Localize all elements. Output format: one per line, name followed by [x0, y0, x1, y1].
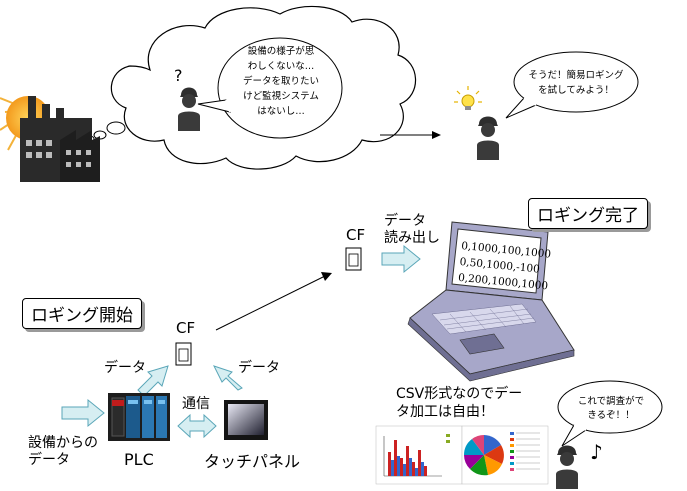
equipment-data-line: データ	[28, 452, 70, 468]
cf-label-lower: CF	[176, 319, 196, 337]
thought-line: 設備の様子が思	[247, 46, 315, 57]
worker-icon	[477, 116, 499, 160]
factory-icon	[0, 96, 100, 182]
plc-icon	[108, 393, 170, 441]
speech-line: そうだ！簡易ロギング	[528, 70, 624, 81]
speech-balloon-right	[505, 51, 639, 119]
csv-note-line: タ加工は自由！	[396, 404, 494, 420]
worker-icon	[556, 445, 578, 489]
speech-line: これで調査がで	[577, 396, 645, 407]
data-label-panel: データ	[238, 360, 280, 376]
data-read-label: データ 読み出し	[384, 213, 440, 247]
data-read-line: 読み出し	[384, 230, 440, 246]
touch-panel-icon	[224, 400, 268, 440]
data-label-plc: データ	[104, 360, 146, 376]
inner-speech-balloon	[197, 37, 343, 139]
data-read-line: データ	[384, 213, 426, 229]
logging-done-label: ロギング完了	[528, 198, 648, 229]
speech-line: きるぞ！！	[587, 410, 635, 421]
thought-line: データを取りたい	[242, 76, 319, 87]
logging-start-label: ロギング開始	[22, 298, 142, 329]
equipment-data-label: 設備からの データ	[28, 435, 98, 469]
thought-line: わしくないな…	[247, 61, 315, 72]
worker-icon	[178, 87, 200, 131]
csv-note-line: CSV形式なのでデー	[396, 386, 523, 402]
speech-text-right: そうだ！簡易ロギング を試してみよう！	[518, 68, 634, 98]
laptop-screen-text: 0,1000,100,1000 0,50,1000,-100 0,200,100…	[457, 238, 552, 294]
question-mark: ?	[174, 66, 183, 85]
equipment-data-line: 設備からの	[28, 435, 98, 451]
cf-label-upper: CF	[346, 226, 366, 244]
cf-transfer-arrow	[215, 275, 326, 331]
comm-label: 通信	[182, 396, 210, 412]
csv-note: CSV形式なのでデー タ加工は自由！	[396, 385, 522, 421]
pie-chart-icon	[461, 425, 549, 485]
speech-text-bottom: これで調査がで きるぞ！！	[566, 395, 656, 423]
cf-card-icon	[175, 342, 192, 366]
thought-line: はないし…	[257, 106, 305, 117]
plc-label: PLC	[124, 450, 154, 469]
lightbulb-icon	[454, 86, 482, 110]
speech-balloon-bottom	[557, 380, 663, 447]
bar-chart-icon	[375, 425, 463, 485]
music-note-icon: ♪	[590, 440, 603, 464]
thought-text: 設備の様子が思 わしくないな… データを取りたい けど監視システム はないし…	[226, 44, 336, 119]
block-arrows	[61, 244, 421, 439]
cf-card-icon	[345, 247, 362, 271]
touch-panel-label: タッチパネル	[204, 452, 301, 471]
speech-line: を試してみよう！	[538, 85, 614, 96]
thought-line: けど監視システム	[243, 91, 319, 102]
laptop-icon	[407, 221, 575, 382]
